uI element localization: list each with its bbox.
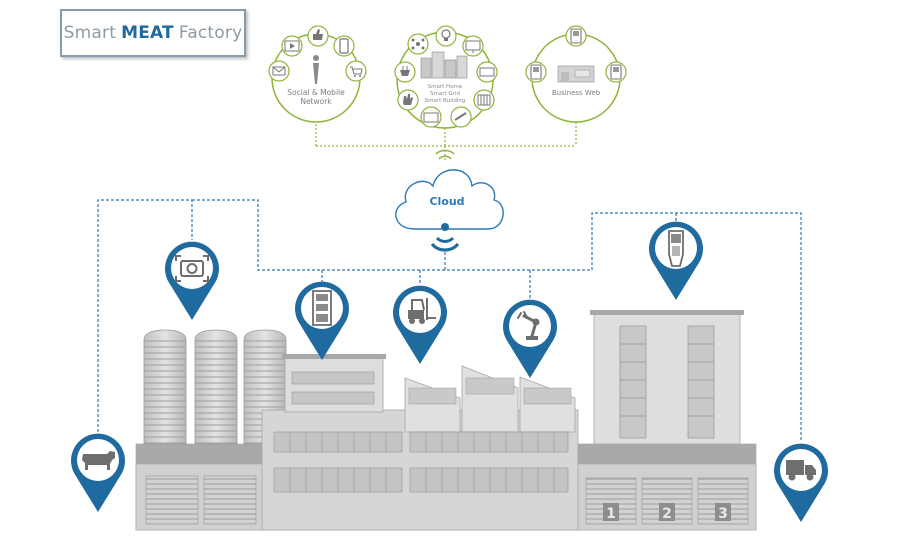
- camera-scan-icon: [175, 255, 209, 282]
- cloud-label: Cloud: [429, 195, 464, 208]
- title-word-smart: Smart: [63, 23, 117, 43]
- loading-door: [145, 475, 199, 525]
- network-connections: [315, 120, 577, 162]
- loading-gate-3: 3: [697, 477, 749, 525]
- smart-home-grid-building-cluster: Smart Home Smart Grid Smart Building: [394, 25, 498, 129]
- pin-cattle[interactable]: [71, 433, 125, 512]
- pin-robot-arm[interactable]: [503, 299, 557, 378]
- pin-forklift[interactable]: [393, 285, 447, 364]
- window-rows: [273, 431, 569, 493]
- robot-arm-icon: [517, 311, 540, 340]
- page-title: Smart MEAT Factory: [60, 9, 246, 57]
- smart-label-line2: Smart Grid: [430, 91, 460, 97]
- title-word-factory: Factory: [178, 23, 243, 43]
- social-label-line1: Social & Mobile: [287, 88, 345, 97]
- gate-number: 3: [718, 506, 728, 522]
- card-reader-icon: [420, 106, 442, 128]
- device-links: [97, 199, 802, 442]
- sawtooth-roof: [404, 365, 576, 433]
- smart-label-line3: Smart Building: [425, 98, 466, 104]
- storage-rack-icon: [312, 290, 332, 326]
- social-mobile-network-cluster: Social & Mobile Network: [268, 25, 367, 123]
- loading-gate-1: 1: [585, 477, 637, 525]
- business-web-cluster: Business Web: [525, 25, 627, 123]
- network-hub-icon: [407, 33, 429, 55]
- terminal-icon: [565, 25, 587, 47]
- smart-label-line1: Smart Home: [428, 84, 463, 90]
- thumbs-up-icon: [307, 25, 329, 47]
- router-icon: [476, 61, 498, 83]
- meter-icon: [450, 106, 472, 128]
- forklift-icon: [408, 298, 436, 324]
- pin-delivery-truck[interactable]: [774, 443, 828, 522]
- shop-building-icon: [557, 65, 595, 83]
- shopping-cart-icon: [345, 60, 367, 82]
- gate-number: 1: [606, 506, 616, 522]
- video-player-icon: [281, 35, 303, 57]
- light-bulb-icon: [435, 25, 457, 47]
- hand-icon: [397, 89, 419, 111]
- truck-icon: [786, 460, 816, 481]
- radiator-icon: [473, 89, 495, 111]
- wifi-signal-icon: [430, 223, 460, 252]
- electric-plug-icon: [394, 61, 416, 83]
- email-icon: [268, 60, 290, 82]
- pos-device-icon: [605, 61, 627, 83]
- social-label-line2: Network: [300, 97, 332, 106]
- pin-camera[interactable]: [165, 241, 219, 320]
- cow-icon: [82, 451, 115, 470]
- loading-door: [203, 475, 257, 525]
- gate-number: 2: [662, 506, 672, 522]
- pin-storage-rack[interactable]: [295, 281, 349, 360]
- cloud: Cloud: [395, 149, 504, 252]
- tower-windows: [619, 325, 715, 439]
- smartphone-icon: [333, 35, 355, 57]
- handheld-scanner-icon: [668, 230, 684, 267]
- handheld-device-icon: [525, 61, 547, 83]
- title-word-meat: MEAT: [121, 23, 174, 43]
- pin-handheld-scanner[interactable]: [649, 221, 703, 300]
- monitor-icon: [462, 35, 484, 57]
- business-label: Business Web: [552, 89, 601, 97]
- city-buildings-icon: [420, 51, 468, 79]
- person-icon: [313, 55, 319, 84]
- factory-building: 1 2 3: [135, 310, 757, 531]
- wifi-up-icon: [435, 149, 455, 160]
- loading-gate-2: 2: [641, 477, 693, 525]
